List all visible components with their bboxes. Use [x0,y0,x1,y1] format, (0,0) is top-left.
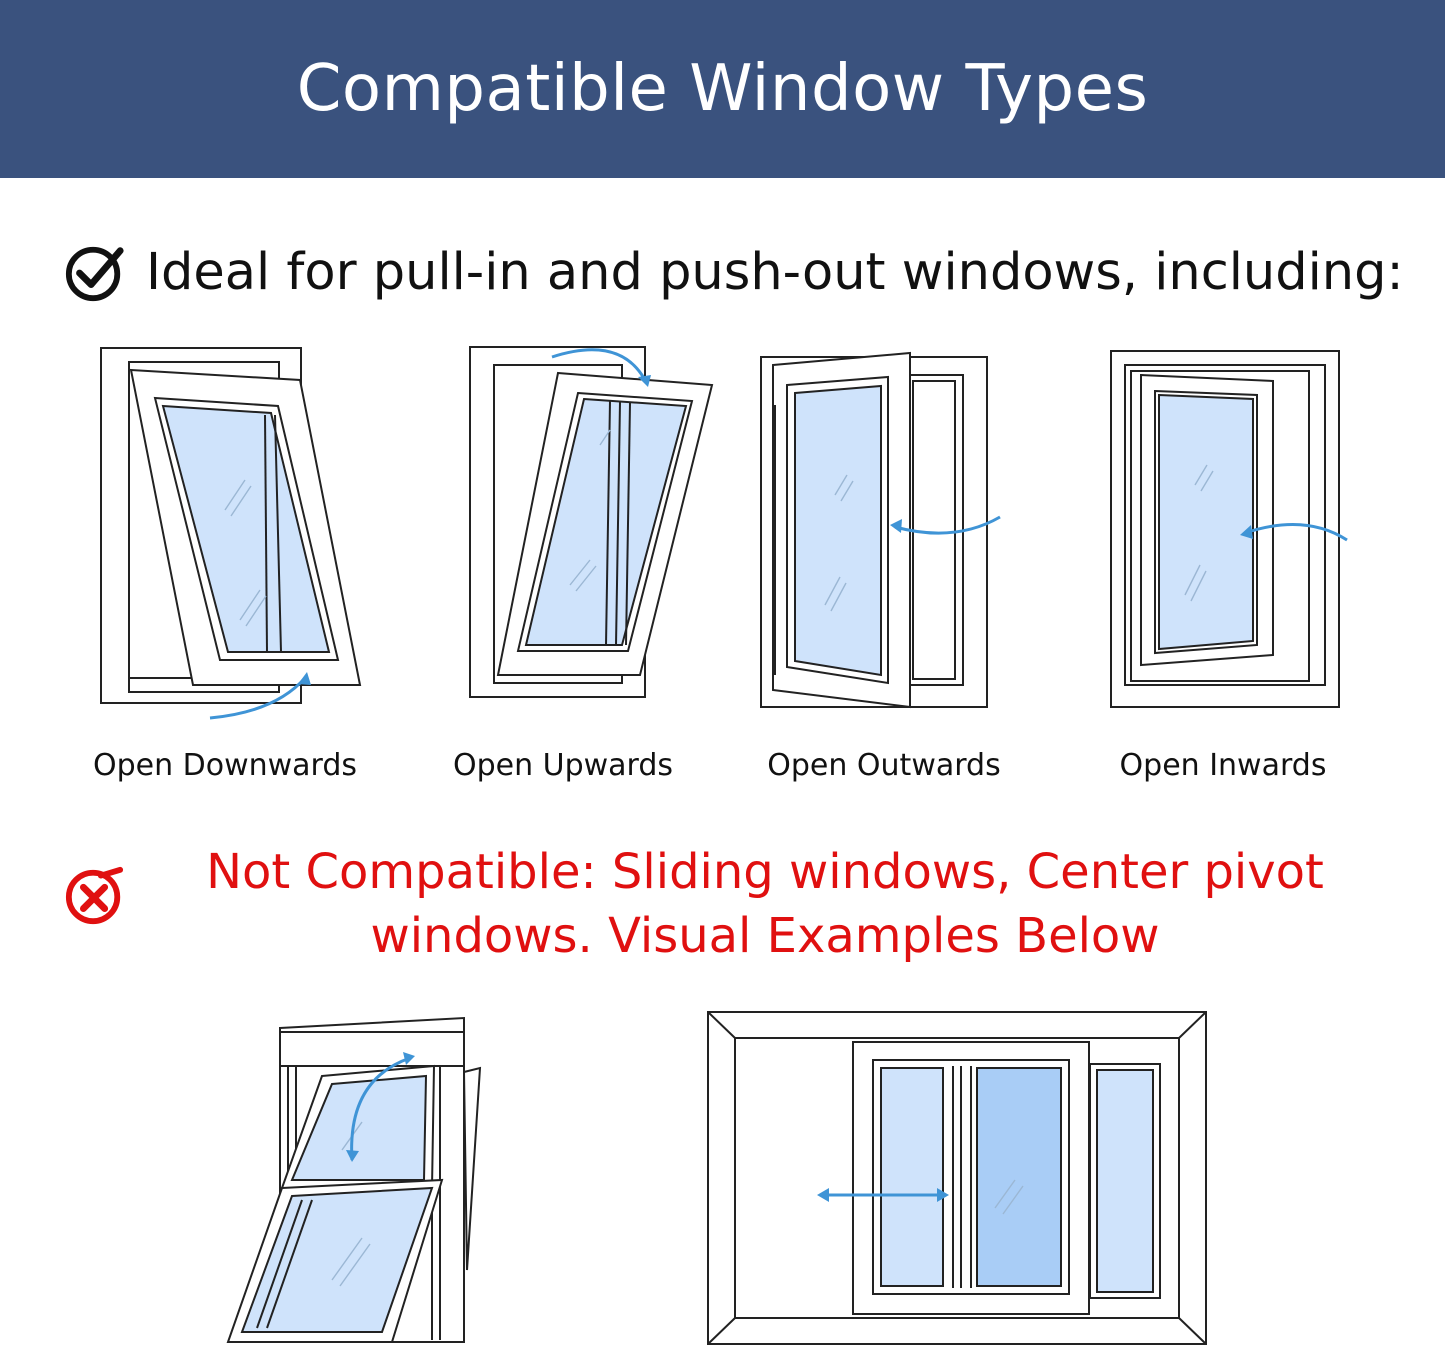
window-open-outwards-illustration [760,351,1001,709]
incompatible-line-1: Not Compatible: Sliding windows, Center … [206,844,1324,900]
x-circle-icon [65,866,124,925]
compatible-heading: Ideal for pull-in and push-out windows, … [146,242,1404,302]
caption-open-upwards: Open Upwards [452,748,674,783]
page-title: Compatible Window Types [296,52,1149,126]
compatible-heading-row: Ideal for pull-in and push-out windows, … [64,236,1404,308]
center-pivot-window-illustration [226,1016,482,1343]
incompatible-line-2: windows. Visual Examples Below [370,908,1160,964]
window-open-downwards-illustration [100,347,362,720]
caption-open-downwards: Open Downwards [92,748,358,783]
caption-open-inwards: Open Inwards [1119,748,1327,783]
sliding-window-illustration [707,1011,1207,1345]
title-banner: Compatible Window Types [0,0,1445,178]
incompatible-notice: Not Compatible: Sliding windows, Center … [150,840,1380,968]
window-open-upwards-illustration [469,346,714,698]
window-open-inwards-illustration [1110,350,1348,708]
check-circle-icon [65,246,124,302]
caption-open-outwards: Open Outwards [767,748,1001,783]
